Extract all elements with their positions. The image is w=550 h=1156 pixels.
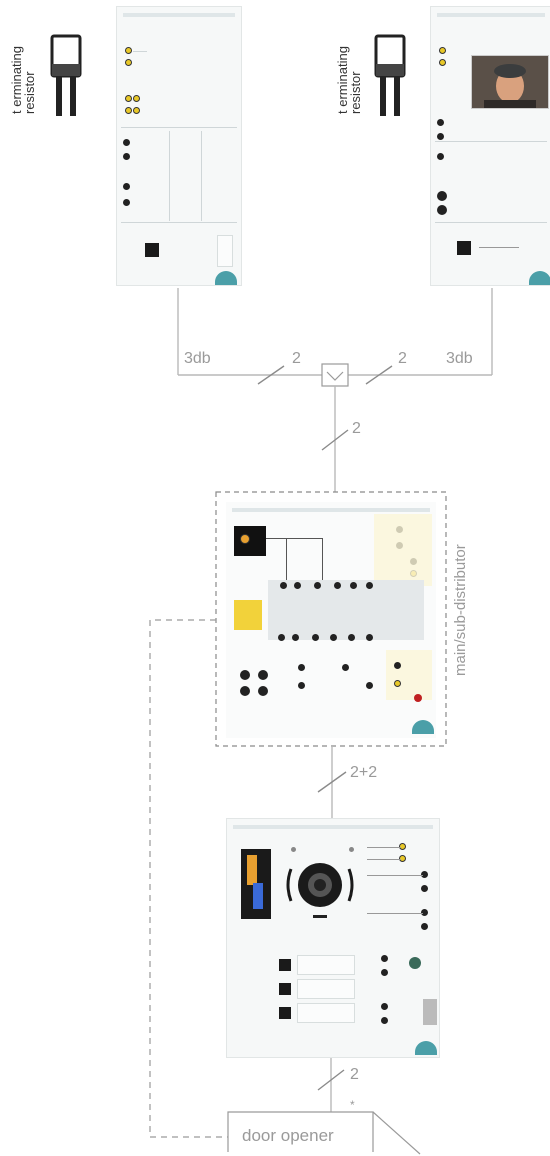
door-opener-box — [227, 1111, 374, 1152]
junction-box-icon — [321, 363, 349, 387]
indoor-station-right — [430, 6, 550, 286]
resistor-label-line2: resistor — [22, 71, 37, 114]
resistor-icon — [50, 34, 82, 116]
slash-bottom — [317, 1069, 345, 1091]
resistor-right-label: t erminating resistor — [335, 46, 363, 114]
slash-mid — [321, 429, 349, 451]
door-opener-label: door opener — [242, 1126, 334, 1145]
cable-label-left: 3db — [184, 350, 211, 367]
distributor-label: main/sub-distributor — [452, 544, 469, 676]
distributor-boundary — [215, 491, 447, 747]
warning-sign-icon — [234, 600, 262, 630]
dashed-return-line — [149, 619, 228, 1138]
resistor-right — [374, 34, 408, 118]
loudspeaker-icon — [285, 855, 355, 925]
resistor-label-line2: resistor — [348, 71, 363, 114]
wire-count-distributor: 2+2 — [350, 764, 378, 781]
asterisk-note: * — [350, 1098, 355, 1112]
resistor-left-label: t erminating resistor — [9, 46, 37, 114]
wire-count-bottom: 2 — [350, 1066, 359, 1083]
wire-count-mid: 2 — [352, 420, 361, 437]
wire-count-left: 2 — [292, 350, 301, 367]
person-photo-icon — [471, 55, 549, 109]
slash-right — [365, 365, 393, 385]
cable-label-right: 3db — [446, 350, 473, 367]
distributor-panel — [226, 502, 436, 738]
indoor-station-left — [116, 6, 242, 286]
door-station-panel — [226, 818, 440, 1058]
door-opener-latch — [372, 1111, 421, 1155]
resistor-icon — [374, 34, 406, 116]
slash-distributor — [317, 771, 347, 793]
wire-count-right: 2 — [398, 350, 407, 367]
resistor-left — [50, 34, 84, 118]
slash-left — [257, 365, 285, 385]
